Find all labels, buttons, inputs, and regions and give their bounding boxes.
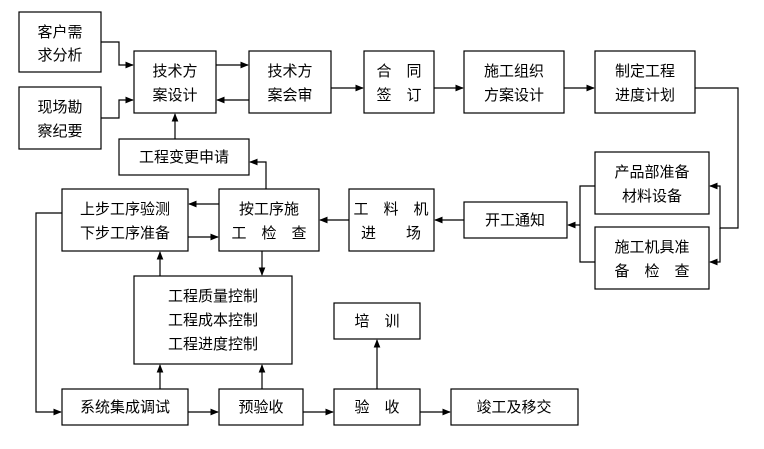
- node-label-line: 施工组织: [484, 62, 544, 80]
- node-label-line: 进度计划: [615, 86, 675, 104]
- node-label-line: 方案设计: [484, 86, 544, 104]
- node-completion-handover: 竣工及移交: [450, 388, 579, 426]
- arrow-survey-to-design: [101, 96, 134, 119]
- node-schedule-plan: 制定工程 进度计划: [594, 50, 696, 114]
- node-acceptance: 验 收: [333, 388, 421, 426]
- node-label-line: 工程质量控制: [168, 287, 258, 305]
- node-label-line: 技术方: [152, 62, 197, 80]
- node-label-line: 现场勘: [37, 98, 82, 116]
- node-technical-plan-design: 技术方 案设计: [133, 50, 217, 114]
- node-system-integration-debug: 系统集成调试: [61, 388, 189, 426]
- node-construction-org-design: 施工组织 方案设计: [463, 50, 565, 114]
- node-change-request: 工程变更申请: [118, 138, 250, 176]
- node-label-line: 产品部准备: [614, 163, 689, 181]
- node-label-line: 材料设备: [622, 187, 682, 205]
- node-label-line: 系统集成调试: [80, 398, 170, 416]
- node-label-line: 开工通知: [485, 211, 545, 229]
- node-label-line: 工程成本控制: [168, 311, 258, 329]
- node-label-line: 按工序施: [239, 200, 299, 218]
- node-label-line: 备 检 查: [614, 262, 689, 280]
- node-equipment-check: 施工机具准 备 检 查: [594, 226, 710, 290]
- node-label-line: 制定工程: [615, 62, 675, 80]
- node-label-line: 工 料 机: [353, 200, 428, 218]
- node-quality-cost-schedule-control: 工程质量控制 工程成本控制 工程进度控制: [133, 275, 293, 365]
- node-technical-plan-review: 技术方 案会审: [248, 50, 332, 114]
- node-pre-acceptance: 预验收: [218, 388, 304, 426]
- node-label-line: 竣工及移交: [476, 398, 551, 416]
- node-label-line: 案设计: [152, 86, 197, 104]
- arrow-schedule-to-equipment: [709, 228, 721, 266]
- arrow-step-to-integration: [35, 212, 62, 416]
- arrow-process-to-change: [249, 158, 267, 189]
- node-label-line: 上步工序验测: [80, 200, 170, 218]
- node-label-line: 察纪要: [37, 122, 82, 140]
- node-label-line: 预验收: [238, 398, 283, 416]
- node-label-line: 签 订: [376, 86, 421, 104]
- arrow-customer-to-design: [101, 41, 134, 69]
- node-material-equipment-prep: 产品部准备 材料设备: [594, 151, 710, 215]
- node-label-line: 案会审: [267, 86, 312, 104]
- node-label-line: 验 收: [354, 398, 399, 416]
- node-contract-signing: 合 同 签 订: [363, 50, 435, 114]
- node-label-line: 下步工序准备: [80, 224, 170, 242]
- arrow-schedule-to-material: [695, 87, 739, 229]
- node-labor-material-entry: 工 料 机 进 场: [348, 188, 435, 252]
- node-label-line: 培 训: [354, 312, 399, 330]
- node-start-notice: 开工通知: [463, 201, 568, 239]
- node-process-construction-check: 按工序施 工 检 查: [218, 188, 320, 252]
- node-label-line: 施工机具准: [614, 238, 689, 256]
- node-label-line: 工程进度控制: [168, 335, 258, 353]
- node-label-line: 技术方: [267, 62, 312, 80]
- arrow-material-to-start: [579, 185, 595, 263]
- node-label-line: 客户需: [37, 23, 82, 41]
- node-label-line: 求分析: [37, 46, 82, 64]
- node-site-survey-notes: 现场勘 察纪要: [18, 86, 102, 150]
- node-label-line: 进 场: [361, 224, 421, 242]
- node-step-check-prep: 上步工序验测 下步工序准备: [61, 188, 189, 252]
- node-label-line: 工程变更申请: [139, 148, 229, 166]
- node-training: 培 训: [333, 302, 421, 340]
- node-label-line: 合 同: [376, 62, 421, 80]
- node-label-line: 工 检 查: [231, 224, 306, 242]
- node-customer-requirement-analysis: 客户需 求分析: [18, 11, 102, 73]
